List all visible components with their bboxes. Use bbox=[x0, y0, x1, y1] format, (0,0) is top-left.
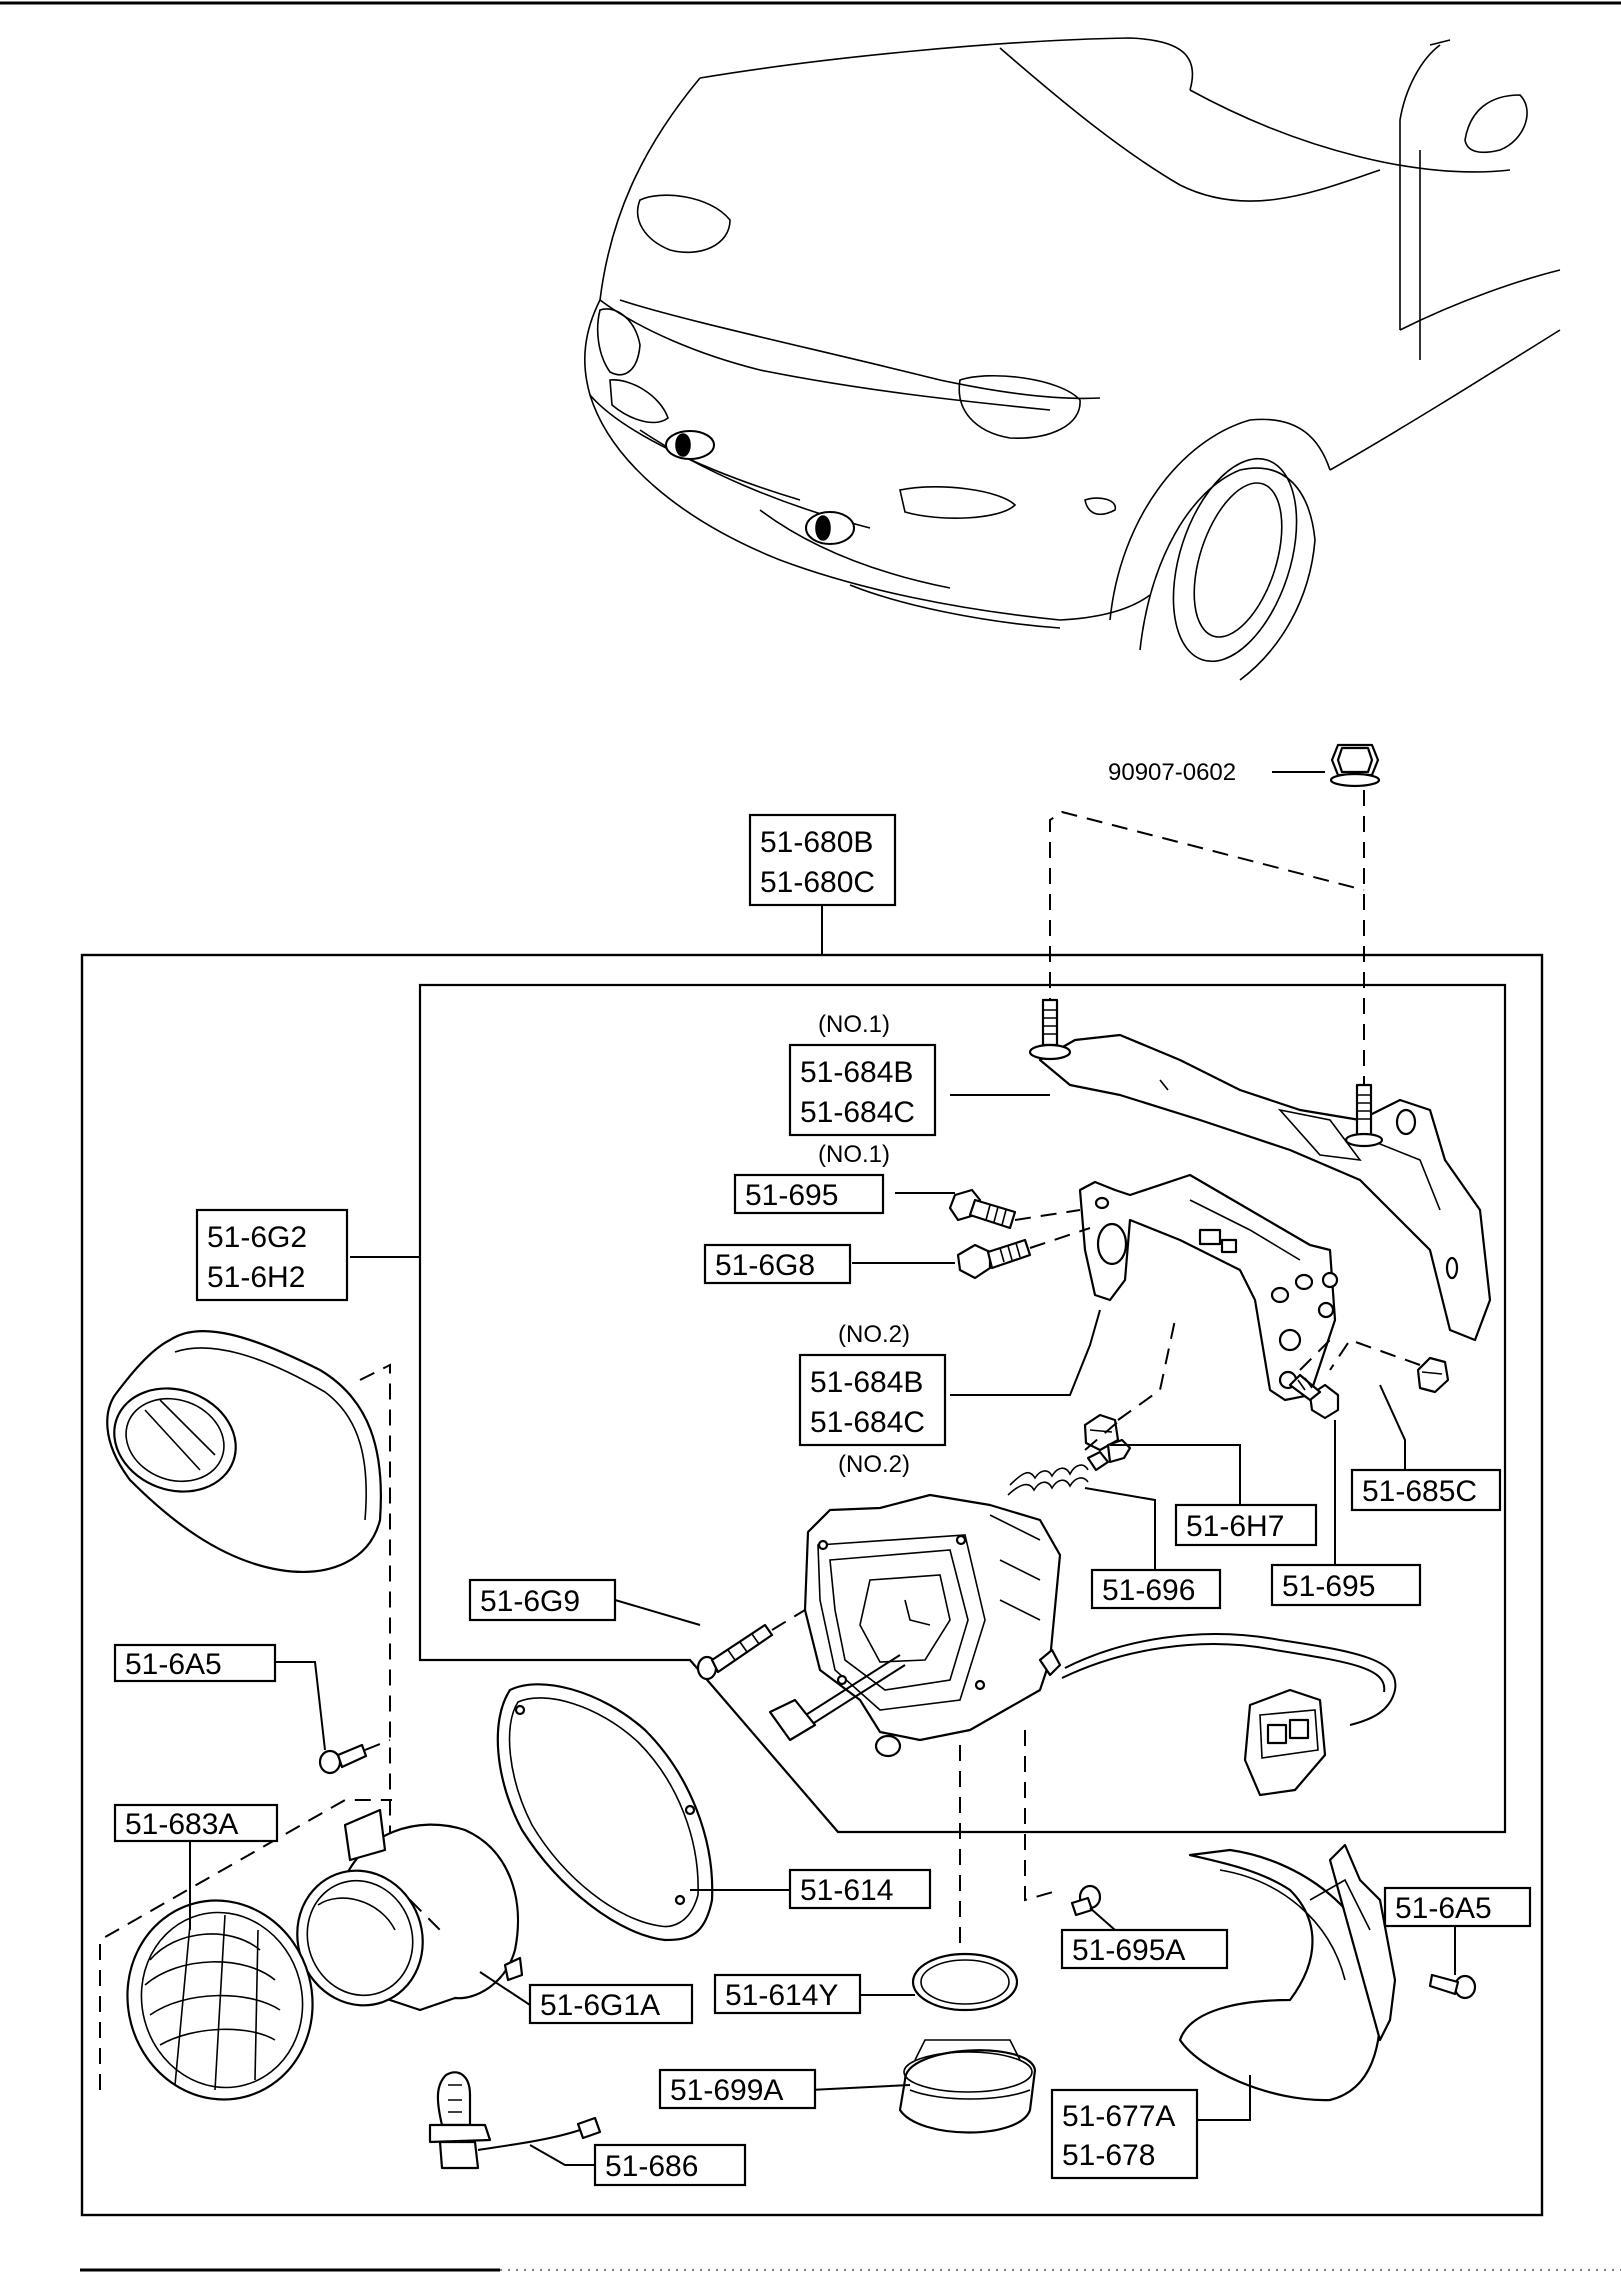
assembly-outer-frame bbox=[80, 953, 1544, 2217]
callout-bracket-no1-note: (NO.1) bbox=[818, 1011, 890, 1038]
callout-bracket-no2-note: (NO.2) bbox=[838, 1321, 910, 1348]
callout-ring-614y-line1: 51-614Y bbox=[725, 1979, 838, 2012]
screw-695a-part bbox=[1070, 1884, 1102, 1917]
callout-bolt-695-right-line1: 51-695 bbox=[1282, 1570, 1375, 1603]
callout-bracket-no1-line1: 51-684B bbox=[800, 1056, 913, 1089]
bracket-no1-part bbox=[1038, 1033, 1492, 1342]
callout-bolt-no1-line1: 51-695 bbox=[745, 1179, 838, 1212]
callout-screw-6g9: 51-6G9 bbox=[468, 1578, 617, 1622]
bolt-695-right-part bbox=[1288, 1373, 1340, 1420]
callout-ring-614y: 51-614Y bbox=[713, 1973, 862, 2015]
callout-bracket-no2: (NO.2) 51-684B 51-684C bbox=[798, 1321, 947, 1447]
callout-gasket-614-line1: 51-614 bbox=[800, 1874, 893, 1907]
callout-nut-label: 90907-0602 bbox=[1108, 759, 1236, 786]
callout-bezel-677a-line1: 51-677A bbox=[1062, 2100, 1175, 2133]
screw-6a5-left-part bbox=[318, 1743, 368, 1775]
callout-clip-6h7-note: (NO.2) bbox=[838, 1451, 910, 1478]
screw-6g9-part bbox=[696, 1623, 774, 1681]
screw-6a5-right-part bbox=[1428, 1973, 1477, 2000]
callout-lamp-unit-6g1a: 51-6G1A bbox=[528, 1983, 694, 2025]
car-front-illustration bbox=[584, 37, 1561, 681]
callout-screw-6a5-left: 51-6A5 bbox=[113, 1643, 277, 1683]
callout-bracket-no2-line2: 51-684C bbox=[810, 1406, 925, 1439]
callout-clip-685c: 51-685C bbox=[1350, 1468, 1502, 1512]
callout-screw-6a5-right: 51-6A5 bbox=[1383, 1886, 1532, 1928]
callout-screw-6a5-right-line1: 51-6A5 bbox=[1395, 1892, 1492, 1925]
callout-assembly: 51-680B 51-680C bbox=[748, 813, 897, 907]
callout-screw-6a5-left-line1: 51-6A5 bbox=[125, 1648, 222, 1681]
callout-gasket-614: 51-614 bbox=[788, 1868, 932, 1910]
callout-spring-696-line1: 51-696 bbox=[1102, 1574, 1195, 1607]
bracket-no2-part bbox=[1078, 1173, 1339, 1402]
callout-bolt-6g8: 51-6G8 bbox=[703, 1243, 852, 1285]
lamp-unit-6g1a-part bbox=[296, 1808, 524, 2012]
callout-bracket-no2-line1: 51-684B bbox=[810, 1366, 923, 1399]
callout-spring-696: 51-696 bbox=[1090, 1568, 1222, 1610]
clip-6h7-part bbox=[1083, 1413, 1120, 1452]
wiring-harness-part bbox=[768, 1633, 1397, 1797]
spring-696-part bbox=[1007, 1438, 1132, 1496]
callout-clip-6h7-line1: 51-6H7 bbox=[1186, 1510, 1284, 1543]
callout-bracket-no1: (NO.1) 51-684B 51-684C bbox=[788, 1011, 937, 1137]
callout-bezel-677a: 51-677A 51-678 bbox=[1050, 2088, 1199, 2180]
callout-bolt-695-right: 51-695 bbox=[1270, 1563, 1422, 1607]
callout-cap-699a-line1: 51-699A bbox=[670, 2074, 783, 2107]
cap-699a-part bbox=[898, 2039, 1037, 2134]
callout-screw-695a: 51-695A bbox=[1060, 1928, 1229, 1970]
housing-body-part bbox=[803, 1493, 1062, 1742]
gasket-614-part bbox=[496, 1683, 714, 1942]
callout-housing-line2: 51-6H2 bbox=[207, 1261, 305, 1294]
bolt-6g8-part bbox=[956, 1238, 1032, 1280]
reflector-cone-part bbox=[106, 1329, 382, 1573]
callout-screw-6g9-line1: 51-6G9 bbox=[480, 1585, 580, 1618]
bulb-686-part bbox=[428, 2071, 602, 2170]
callout-bolt-no1: (NO.1) 51-695 bbox=[733, 1141, 890, 1215]
callout-clip-6h7: 51-6H7 bbox=[1174, 1503, 1318, 1547]
callout-housing: 51-6G2 51-6H2 bbox=[195, 1208, 349, 1302]
callout-clip-685c-line1: 51-685C bbox=[1362, 1475, 1477, 1508]
bolt-no1-part bbox=[948, 1188, 1017, 1230]
clip-685c-part bbox=[1416, 1356, 1450, 1394]
callout-bezel-677a-line2: 51-678 bbox=[1062, 2139, 1155, 2172]
callout-lens-683a: 51-683A bbox=[113, 1803, 279, 1843]
leader-lines bbox=[189, 771, 1456, 2166]
callout-housing-line1: 51-6G2 bbox=[207, 1221, 307, 1254]
callout-lens-683a-line1: 51-683A bbox=[125, 1808, 238, 1841]
callout-bulb-686-line1: 51-686 bbox=[605, 2150, 698, 2183]
callout-assembly-line2: 51-680C bbox=[760, 866, 875, 899]
callout-bulb-686: 51-686 bbox=[593, 2143, 747, 2187]
callout-bracket-no1-line2: 51-684C bbox=[800, 1096, 915, 1129]
callout-cap-699a: 51-699A bbox=[658, 2068, 817, 2110]
callout-bolt-no1-note: (NO.1) bbox=[818, 1141, 890, 1168]
flange-nut-part bbox=[1329, 743, 1381, 788]
bezel-677a-part bbox=[1178, 1843, 1397, 2102]
stud-bolt-part bbox=[1028, 998, 1384, 1148]
housing-subassembly-frame bbox=[418, 983, 1507, 1834]
callout-screw-695a-line1: 51-695A bbox=[1072, 1934, 1185, 1967]
lens-683a-part bbox=[126, 1899, 314, 2101]
callout-assembly-line1: 51-680B bbox=[760, 826, 873, 859]
callout-lamp-unit-6g1a-line1: 51-6G1A bbox=[540, 1989, 660, 2022]
ring-614y-part bbox=[911, 1952, 1019, 2012]
callout-bolt-6g8-line1: 51-6G8 bbox=[715, 1249, 815, 1282]
